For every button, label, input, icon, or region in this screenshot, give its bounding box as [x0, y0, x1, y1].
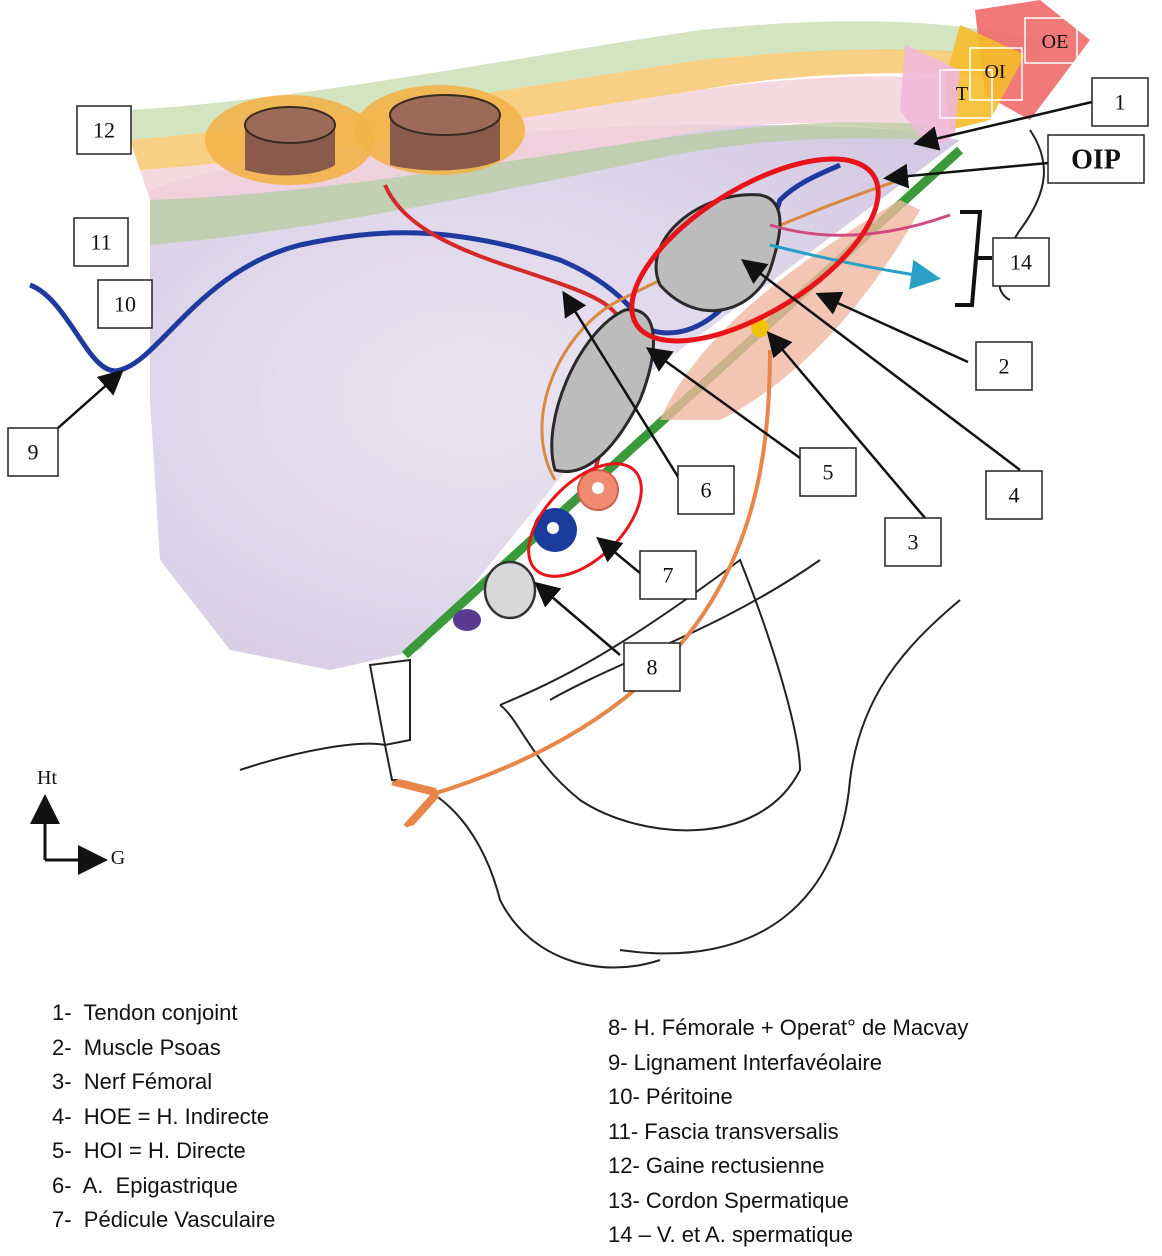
svg-text:5: 5: [823, 460, 834, 485]
callout-4: 4: [985, 470, 1043, 520]
callout-9: 9: [7, 427, 59, 477]
callout-11: 11: [73, 217, 129, 267]
oip-highlight-ellipse: [629, 156, 881, 344]
legend-item: 11- Fascia transversalis: [608, 1118, 839, 1144]
svg-text:11: 11: [90, 230, 111, 255]
legend-item: 13- Cordon Spermatique: [608, 1187, 849, 1213]
orientation-indicator: Ht G: [30, 767, 125, 875]
spermatic-cord-sheath: [540, 178, 901, 481]
svg-text:6: 6: [701, 478, 712, 503]
legend-item: 1- Tendon conjoint: [52, 1000, 238, 1025]
callout-oip: OIP: [1047, 134, 1145, 184]
bracket-14: [955, 210, 992, 307]
femoral-hernia: [483, 560, 537, 620]
femoral-nerve: [751, 319, 769, 337]
svg-text:8: 8: [647, 655, 658, 680]
label-oe: OE: [1042, 31, 1069, 53]
callout-12: 12: [76, 105, 132, 155]
rectus-sheath: [205, 85, 525, 185]
callout-5: 5: [799, 447, 857, 497]
legend-item: 6- A. Epigastrique: [52, 1172, 238, 1198]
orientation-right-label: G: [111, 847, 125, 869]
legend-left: 1- Tendon conjoint 2- Muscle Psoas 3- Ne…: [52, 996, 275, 1238]
legend-item: 4- HOE = H. Indirecte: [52, 1103, 270, 1129]
spermatic-vein: [769, 213, 951, 237]
legend-item: 9- Lignament Interfavéolaire: [608, 1049, 882, 1075]
svg-text:9: 9: [28, 440, 39, 465]
psoas-muscle: [660, 200, 920, 420]
transversus-muscle: [900, 45, 960, 150]
label-oi: OI: [984, 61, 1005, 83]
inguinal-anatomy-diagram: OE OI T: [7, 0, 1149, 969]
leader-lines: [57, 100, 1093, 656]
svg-text:14: 14: [1010, 250, 1032, 275]
legend-item: 3- Nerf Fémoral: [52, 1069, 213, 1094]
cord-outline: [239, 129, 1045, 969]
svg-text:1: 1: [1115, 90, 1126, 115]
callout-7: 7: [639, 550, 697, 600]
orientation-up-label: Ht: [37, 767, 57, 789]
femoral-artery-highlight: [592, 482, 604, 494]
legend-item: 8- H. Fémorale + Operat° de Macvay: [608, 1015, 969, 1040]
legend-item: 14 – V. et A. spermatique: [608, 1222, 854, 1247]
lymph-node: [453, 609, 481, 631]
callout-3: 3: [884, 517, 942, 567]
svg-text:4: 4: [1009, 483, 1020, 508]
legend-item: 10- Péritoine: [608, 1084, 733, 1109]
svg-text:OIP: OIP: [1071, 145, 1121, 176]
svg-text:10: 10: [114, 292, 136, 317]
callout-8: 8: [623, 642, 681, 692]
layer-label-boxes: OE OI T: [939, 17, 1078, 119]
callout-6: 6: [677, 465, 735, 515]
label-t: T: [956, 83, 968, 105]
svg-text:12: 12: [93, 118, 115, 143]
svg-text:2: 2: [999, 354, 1010, 379]
layer-green-outer: [130, 21, 1040, 140]
svg-text:3: 3: [908, 530, 919, 555]
layer-green-inner: [150, 122, 930, 245]
spermatic-artery: [769, 243, 941, 290]
legend-item: 5- HOI = H. Directe: [52, 1138, 246, 1163]
legend-item: 7- Pédicule Vasculaire: [52, 1207, 276, 1232]
svg-text:7: 7: [663, 563, 674, 588]
legend-item: 12- Gaine rectusienne: [608, 1153, 825, 1178]
internal-oblique-muscle: [945, 25, 1025, 130]
callout-2: 2: [975, 341, 1033, 391]
direct-hernia-sac: [550, 308, 655, 473]
femoral-vein-highlight: [547, 522, 559, 534]
callout-14: 14: [992, 237, 1050, 287]
callout-10: 10: [97, 279, 153, 329]
callout-1: 1: [1091, 77, 1149, 127]
legend-item: 2- Muscle Psoas: [52, 1034, 221, 1060]
legend-right: 8- H. Fémorale + Operat° de Macvay 9- Li…: [608, 1011, 968, 1253]
cord-arrow-orange: [430, 349, 772, 795]
